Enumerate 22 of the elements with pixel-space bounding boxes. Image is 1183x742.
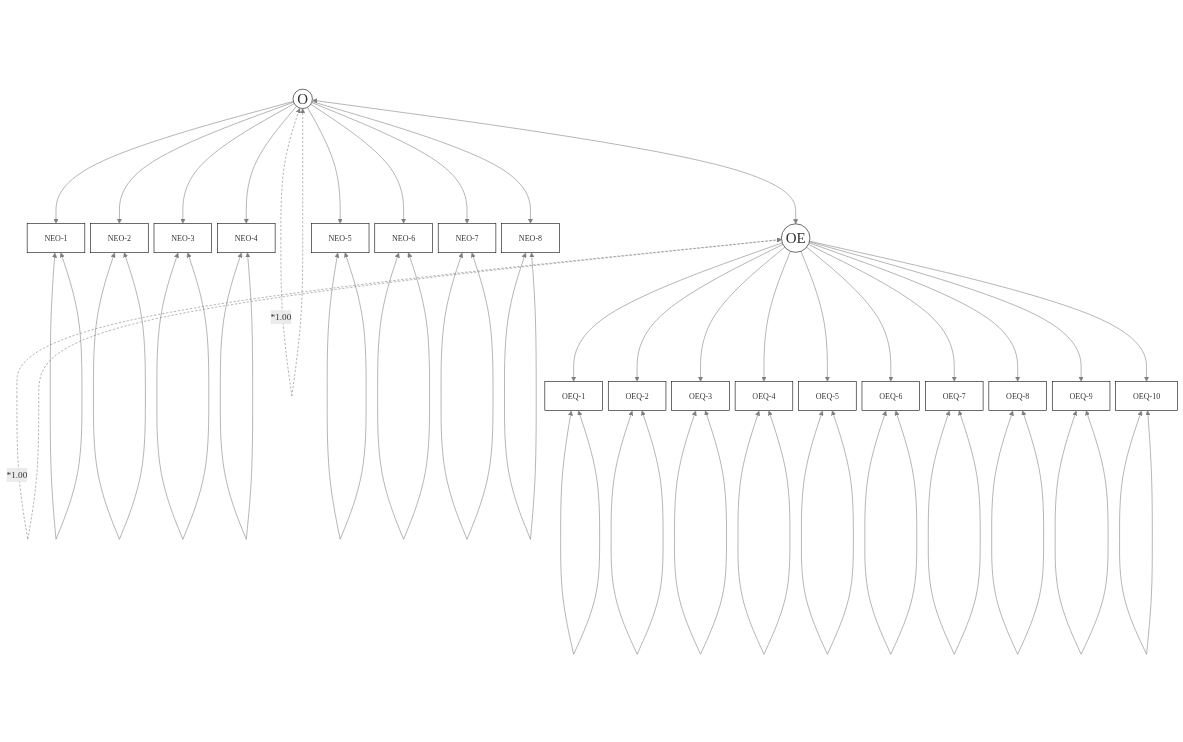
node-box: NEO-1 [26,223,85,253]
node-box: OEQ-4 [734,381,793,411]
node-box: OEQ-2 [607,381,666,411]
node-box: OEQ-9 [1051,381,1110,411]
node-box: OEQ-6 [861,381,920,411]
node-box: OEQ-1 [544,381,603,411]
node-box: NEO-2 [89,223,149,253]
node-box: NEO-4 [216,223,275,253]
node-box: NEO-6 [374,223,433,253]
edge-label: *1.00 [270,311,291,322]
node-circle: O [292,88,313,109]
node-box: NEO-5 [310,223,369,253]
node-box: OEQ-7 [924,381,983,411]
node-box: NEO-7 [437,223,496,253]
node-box: NEO-3 [153,223,212,253]
node-box: OEQ-10 [1114,381,1178,411]
node-box: NEO-8 [500,223,560,253]
node-box: OEQ-8 [988,381,1047,411]
node-box: OEQ-3 [670,381,730,411]
edge-label: *1.00 [6,469,27,480]
node-circle: OE [780,223,810,253]
node-box: OEQ-5 [797,381,856,411]
